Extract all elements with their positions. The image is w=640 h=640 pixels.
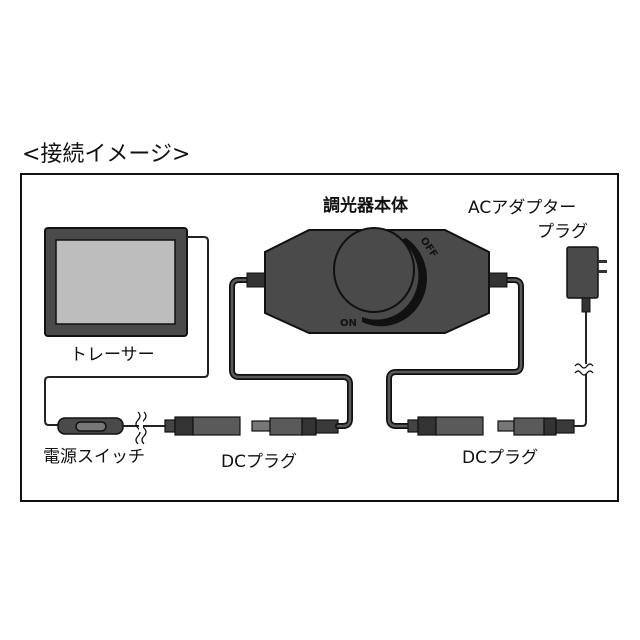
cable-break-icon	[135, 411, 147, 445]
ac-adapter-cable	[574, 312, 587, 427]
dimmer-scale-arc	[362, 238, 427, 327]
power-switch-label: 電源スイッチ	[43, 447, 145, 467]
dc-plug-right-label: DCプラグ	[462, 448, 538, 468]
ac-adapter-plug	[566, 246, 607, 313]
tracer-device	[44, 227, 188, 337]
dimmer-label: 調光器本体	[323, 195, 409, 216]
dimmer-knob[interactable]	[333, 227, 415, 313]
dc-female-plug-right	[407, 416, 484, 436]
tracer-screen	[55, 239, 176, 325]
dimmer-cable-left	[229, 272, 353, 429]
dc-male-plug-right	[497, 417, 575, 436]
tracer-cable	[44, 236, 209, 426]
switch-toggle[interactable]	[75, 421, 107, 432]
dimmer-body: ON OFF	[264, 227, 490, 334]
knob-on-label: ON	[340, 318, 357, 329]
cable-break-icon	[574, 363, 594, 376]
dimmer-cable-right	[386, 272, 524, 429]
dc-female-plug-left	[164, 416, 241, 436]
dc-plug-left-label: DCプラグ	[221, 452, 297, 472]
tracer-label: トレーサー	[70, 345, 155, 365]
ac-adapter-label-line1: ACアダプター	[468, 198, 576, 218]
ac-adapter-label-line2: プラグ	[537, 222, 588, 242]
diagram-title: <接続イメージ>	[22, 142, 190, 167]
power-switch[interactable]	[57, 417, 124, 435]
